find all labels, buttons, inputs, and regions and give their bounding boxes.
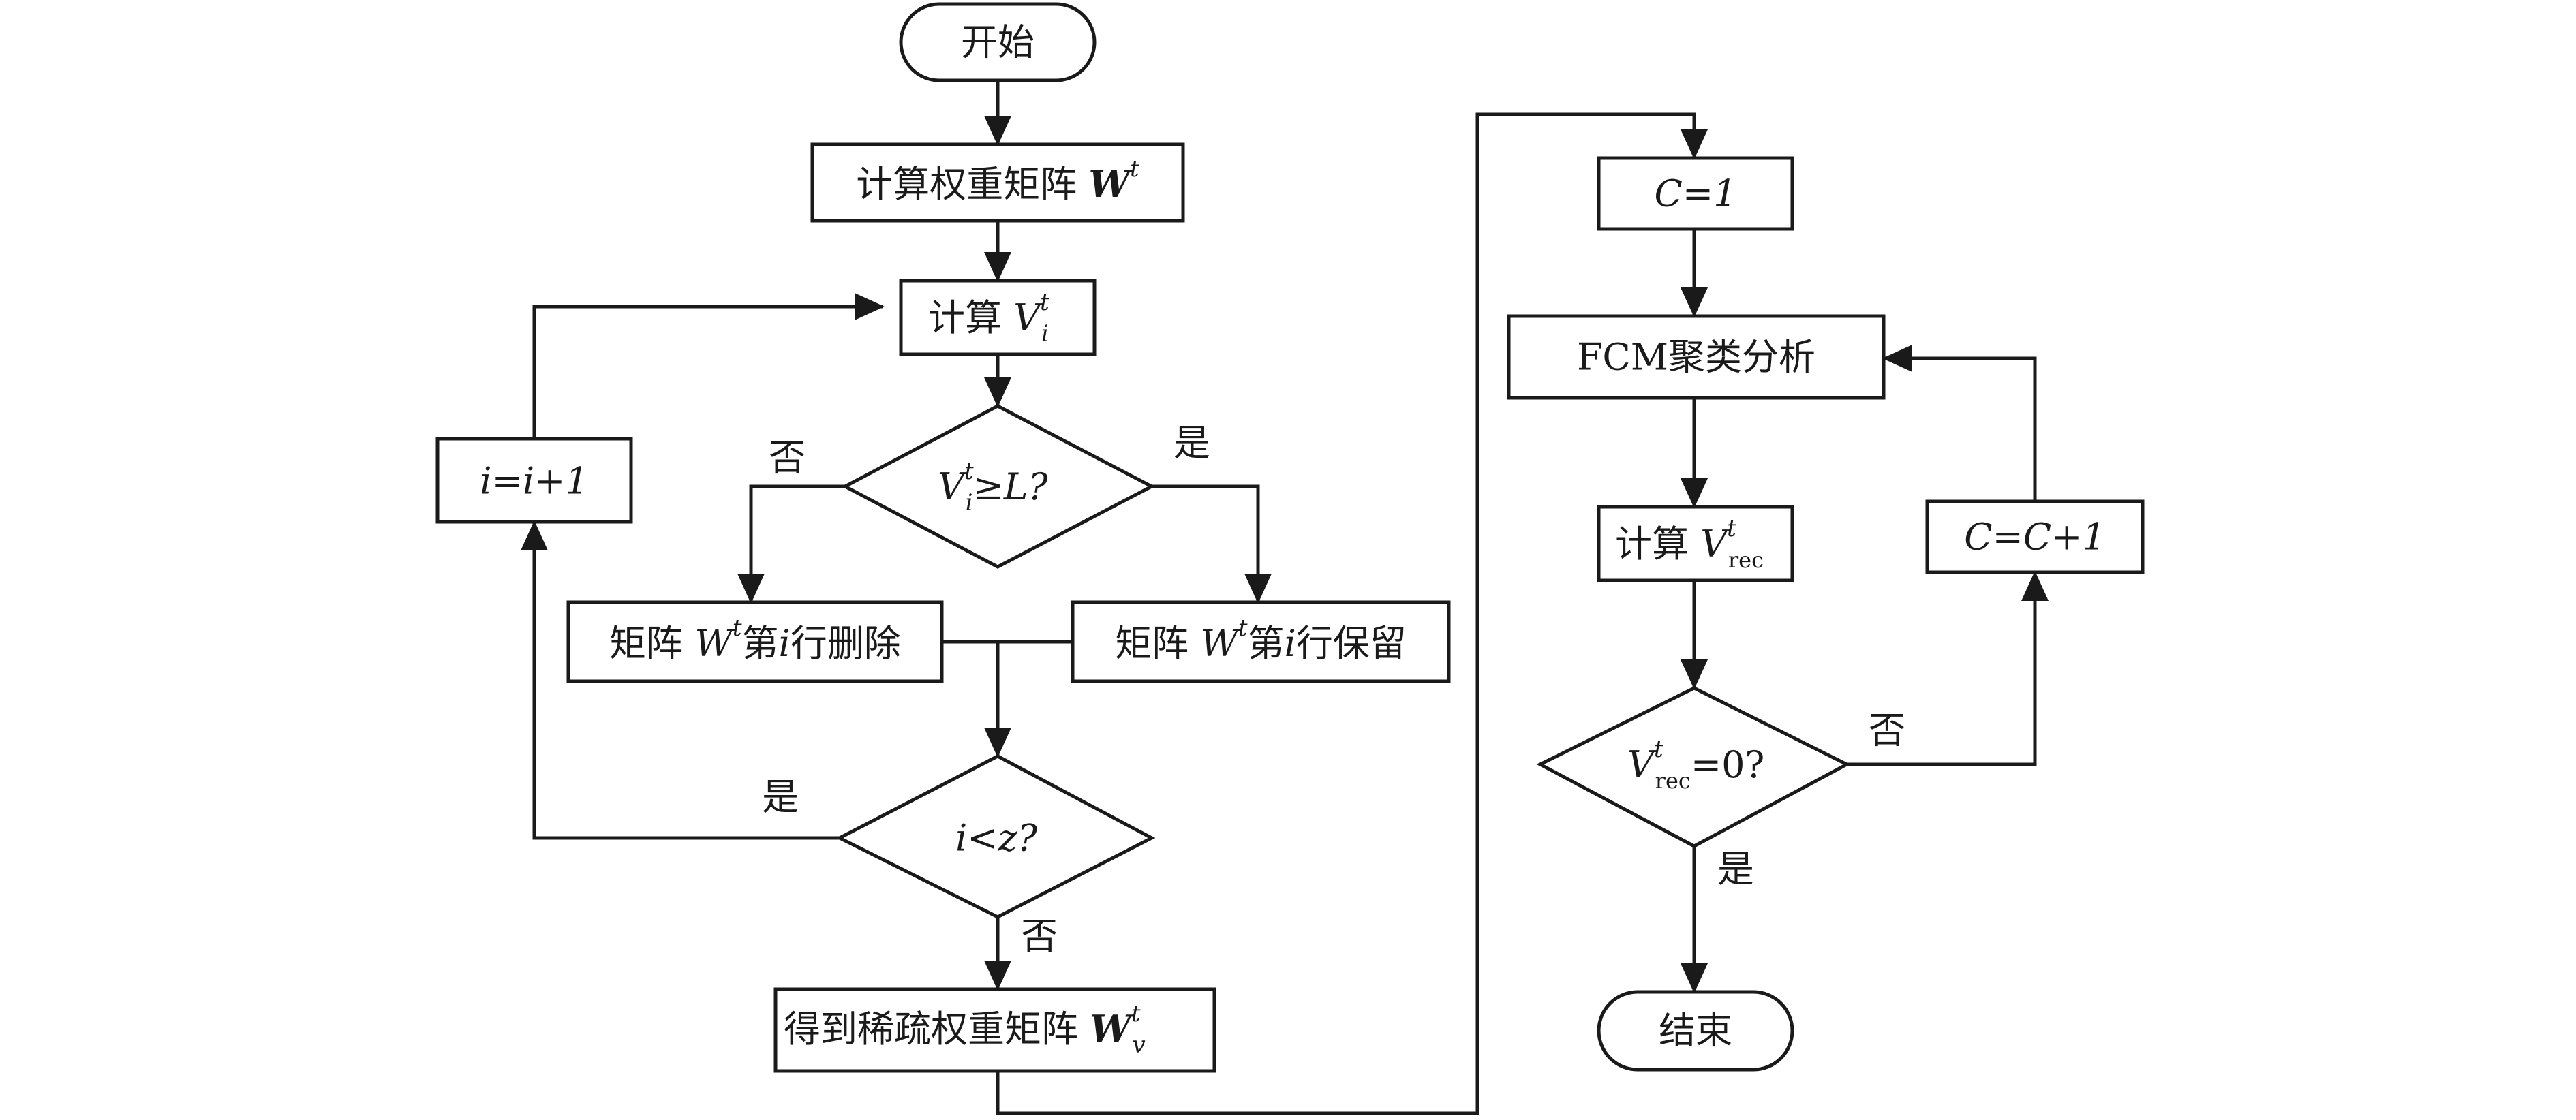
edge-decision-iz-yes-to-ii [521,520,840,840]
node-end-label: 结束 [1659,1010,1732,1053]
node-fcm: FCM聚类分析 [1507,314,1886,400]
edges [521,80,2049,1115]
node-fcm-label: FCM聚类分析 [1577,336,1815,379]
node-start-label: 开始 [961,21,1034,64]
node-delete-label: 矩阵 Wt第i行删除 [609,615,901,665]
node-decision-iz-label: i<z? [955,817,1038,860]
node-cc-label: C=C+1 [1964,516,2105,559]
edge-ii-to-calc-v [532,293,885,439]
node-decision-iz: i<z? [835,754,1156,919]
node-ii: i=i+1 [435,437,633,524]
edge-label-no-left: 否 [769,437,806,480]
edge-sparse-to-c1 [996,112,1708,1115]
edge-decision-no-to-delete [737,484,845,604]
edge-labels: 否 是 是 否 否 是 [762,422,1905,958]
edge-decision-vrec-no-to-cc [1847,571,2049,766]
edge-label-yes-down: 是 [1717,848,1754,891]
edge-label-yes-loop: 是 [762,776,799,819]
node-end: 结束 [1597,990,1794,1072]
node-ii-label: i=i+1 [480,460,588,503]
node-keep: 矩阵 Wt第i行保留 [1071,600,1451,683]
edge-decision-yes-to-keep [1152,484,1272,604]
node-c1: C=1 [1597,156,1794,231]
node-start: 开始 [899,2,1097,82]
node-delete: 矩阵 Wt第i行删除 [566,600,944,683]
edge-label-no-right: 否 [1869,709,1905,752]
edge-label-yes-right: 是 [1174,422,1210,465]
edge-cc-to-fcm [1882,345,2037,501]
node-cc: C=C+1 [1925,499,2145,574]
node-calc-w-label: 计算权重矩阵 Wt [856,155,1139,206]
node-calc-w: 计算权重矩阵 Wt [810,142,1185,223]
node-c1-label: C=1 [1655,172,1737,215]
edge-label-no-down: 否 [1021,915,1058,958]
node-keep-label: 矩阵 Wt第i行保留 [1115,615,1407,665]
